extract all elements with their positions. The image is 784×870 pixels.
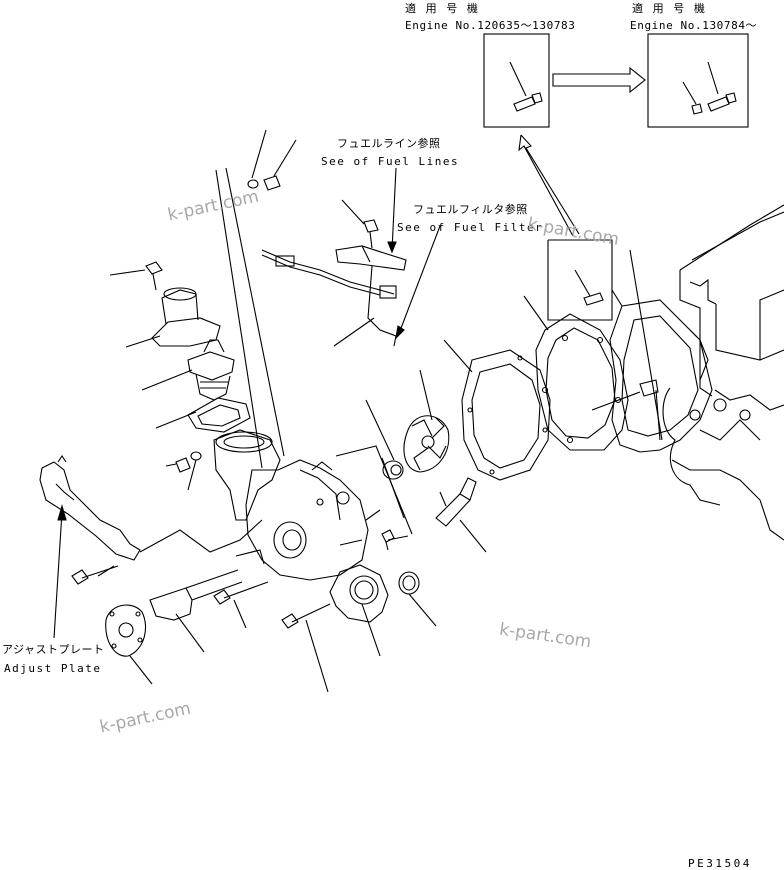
inset-box-right [647,33,749,128]
engine-block [662,204,784,541]
adjust-plate-jp: アジャストプレート [2,643,105,656]
water-pump-gasket [461,349,551,481]
front-cover-gasket [609,249,713,453]
applicability-left-jp: 適 用 号 機 [405,2,480,15]
inset-box-left [483,33,550,128]
fuel-lines-en: See of Fuel Lines [321,155,460,168]
bolts [71,175,379,629]
thermostat [187,339,235,401]
thermostat-gasket [187,397,251,433]
fuel-arrows [387,241,405,340]
leader-lines [97,129,661,693]
pulley-assembly [105,569,243,657]
fuel-bracket [215,167,285,469]
temperature-sensor [435,477,477,527]
thermostat-cover [151,287,221,347]
adjust-plate-en: Adjust Plate [4,662,102,675]
water-pump-body [245,459,369,581]
outlet-elbow [329,564,389,623]
seal [382,460,404,480]
front-cover-plate [535,313,659,451]
o-ring [398,571,420,595]
fuel-line [261,245,407,347]
applicability-right-jp: 適 用 号 機 [632,2,707,15]
fuel-filter-en: See of Fuel Filter [397,221,544,234]
applicability-left-engine: Engine No.120635～130783 [405,19,576,32]
thermostat-housing [213,429,281,521]
applicability-right-engine: Engine No.130784～ [630,19,758,32]
bolt-inset-box [547,239,613,321]
change-arrow [552,66,646,94]
fuel-lines-jp: フュエルライン参照 [337,137,441,150]
inset-pointer-arrow [518,134,580,237]
plug [381,529,395,551]
adjust-plate-arrow [53,503,67,639]
impeller [403,415,450,473]
fuel-filter-jp: フュエルフィルタ参照 [413,203,528,216]
adjust-plate [39,455,141,561]
drawing-code: PE31504 [688,857,752,870]
